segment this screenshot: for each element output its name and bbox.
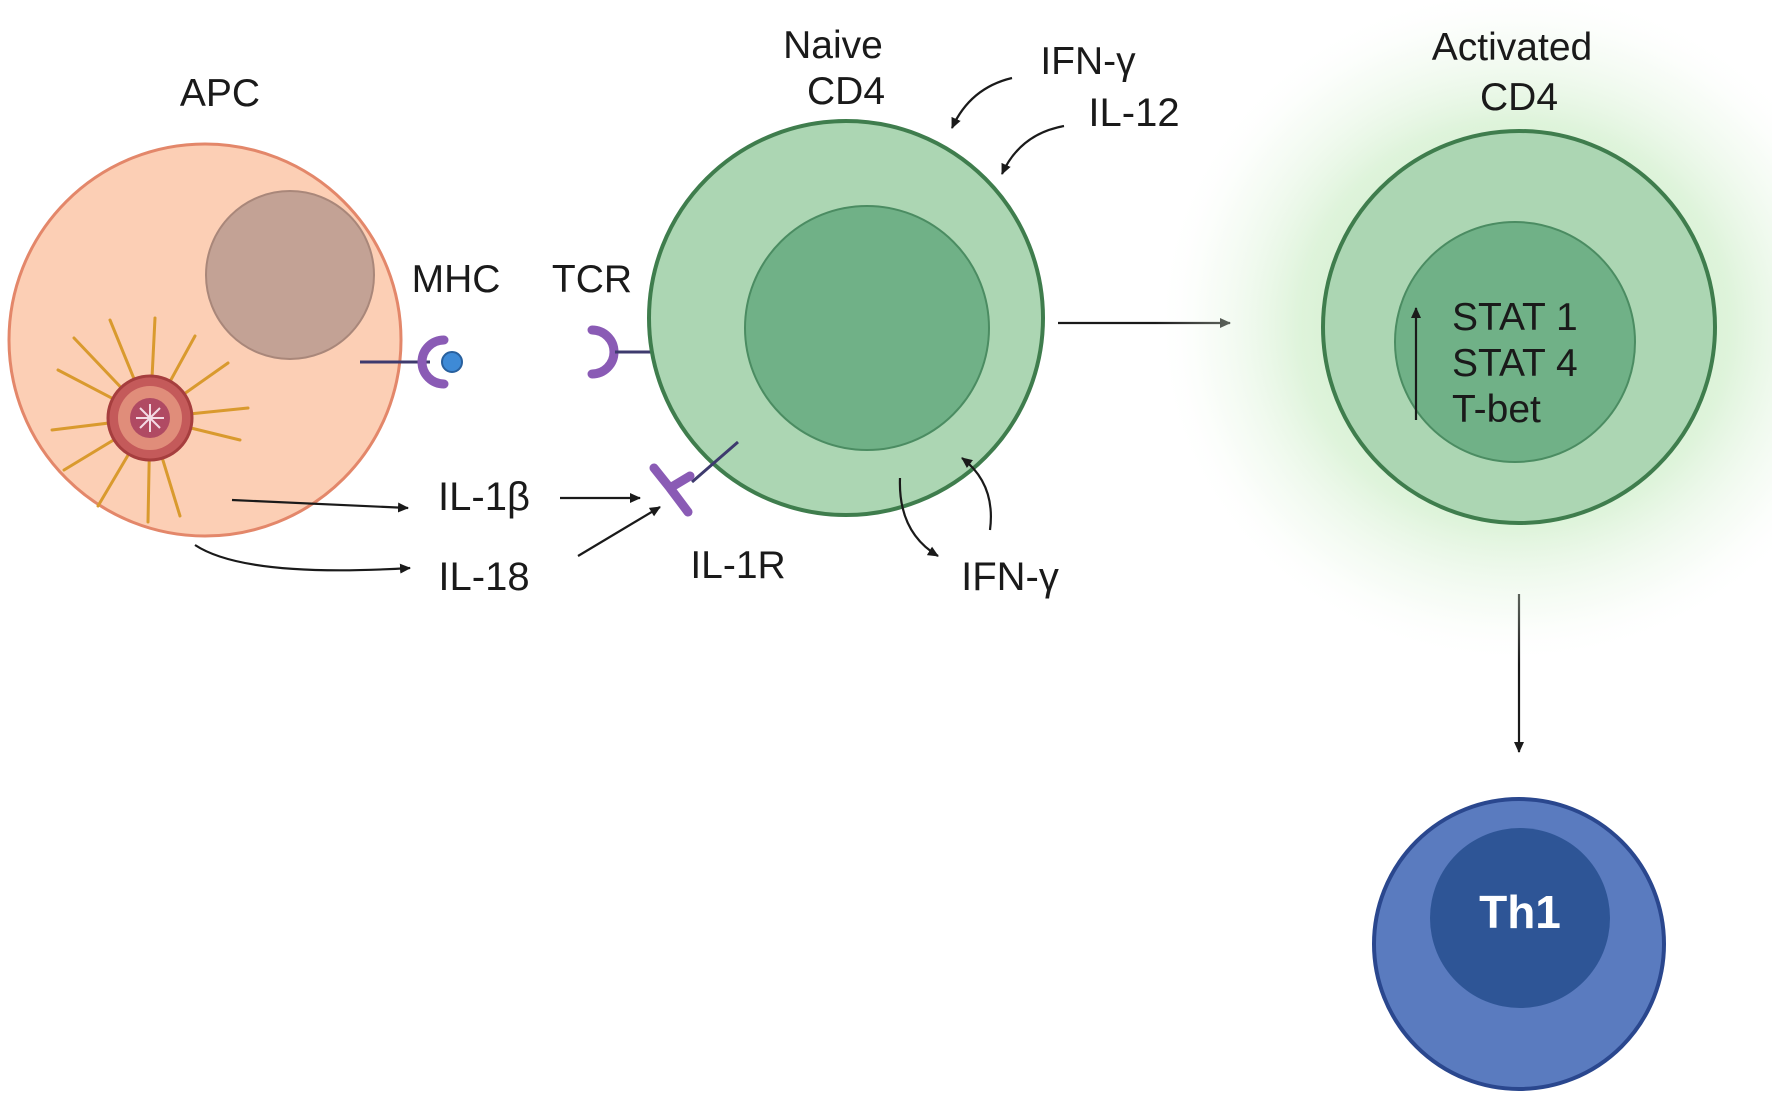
pathogen-icon (50, 316, 250, 524)
activated-cd4-label-line1: Activated (1432, 26, 1592, 69)
apc-label: APC (180, 72, 260, 115)
tbet-label: T-bet (1452, 388, 1541, 431)
apc-cell (7, 142, 403, 538)
apc-to-il1b-arrow (231, 498, 409, 513)
activated-cd4-cell (1155, 0, 1772, 665)
th1-nucleus (1430, 828, 1610, 1008)
mhc-receptor-icon (360, 335, 463, 389)
activated-cd4-label-line2: CD4 (1480, 76, 1558, 119)
th1-label: Th1 (1479, 886, 1561, 938)
naive-cd4-cell (647, 119, 1045, 517)
apc-nucleus (205, 190, 375, 360)
th1-cell (1372, 797, 1666, 1091)
il1r-label: IL-1R (690, 544, 785, 587)
naive-cd4-label-line1: Naive (783, 24, 883, 67)
il18-label: IL-18 (438, 555, 529, 599)
ifn-gamma-bottom-label: IFN-γ (961, 555, 1059, 599)
tcr-label: TCR (552, 258, 632, 301)
stat1-label: STAT 1 (1452, 296, 1578, 339)
ifn-gamma-autocrine-arrow (961, 457, 992, 531)
il1r-receptor-icon (649, 440, 739, 517)
naive-cd4-nucleus (744, 205, 990, 451)
naive-cd4-label-line2: CD4 (807, 70, 885, 113)
il18-to-il1r-arrow (577, 506, 661, 557)
activated-cd4-nucleus (1394, 221, 1636, 463)
stat4-label: STAT 4 (1452, 342, 1578, 385)
il12-label: IL-12 (1088, 91, 1179, 135)
il1b-label: IL-1β (438, 475, 530, 519)
ifn-gamma-top-label: IFN-γ (1040, 40, 1136, 83)
ifn-gamma-in-arrow (950, 76, 1013, 129)
ifn-gamma-out-arrow (898, 477, 939, 557)
mhc-label: MHC (412, 258, 501, 301)
apc-to-il18-arrow (194, 544, 411, 574)
il12-in-arrow (1000, 124, 1065, 175)
signal-arrows (194, 76, 1524, 753)
